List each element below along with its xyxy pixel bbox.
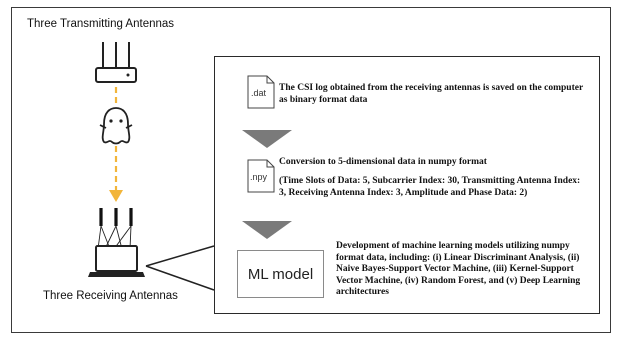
ml-model-label: ML model bbox=[247, 265, 314, 283]
dat-step-text: The CSI log obtained from the receiving … bbox=[279, 83, 584, 105]
dat-file-label: .dat bbox=[251, 88, 267, 98]
flow-arrows bbox=[242, 130, 292, 239]
file-icon: .npy bbox=[247, 159, 275, 198]
file-icon: .dat bbox=[247, 75, 275, 114]
laptop-icon bbox=[88, 245, 145, 277]
ghost-person-icon bbox=[99, 107, 133, 145]
npy-step-title: Conversion to 5-dimensional data in nump… bbox=[279, 157, 487, 167]
antenna-icon bbox=[99, 208, 133, 226]
callout-pointer bbox=[145, 245, 215, 291]
down-triangle-icon bbox=[242, 130, 292, 148]
npy-step-detail: (Time Slots of Data: 5, Subcarrier Index… bbox=[279, 176, 581, 198]
router-icon bbox=[95, 42, 137, 83]
signal-arrow bbox=[109, 87, 123, 202]
down-triangle-icon bbox=[242, 221, 292, 239]
receive-label: Three Receiving Antennas bbox=[43, 290, 178, 302]
ml-step-text: Development of machine learning models u… bbox=[336, 241, 581, 297]
npy-file-label: .npy bbox=[250, 172, 268, 182]
dat-file-icon bbox=[247, 75, 275, 109]
ml-model-box: ML model bbox=[237, 250, 324, 298]
diagram-frame bbox=[11, 7, 611, 333]
npy-file-icon bbox=[247, 159, 275, 193]
transmit-label: Three Transmitting Antennas bbox=[27, 18, 175, 30]
process-callout: .dat The CSI log obtained from the recei… bbox=[214, 56, 600, 314]
